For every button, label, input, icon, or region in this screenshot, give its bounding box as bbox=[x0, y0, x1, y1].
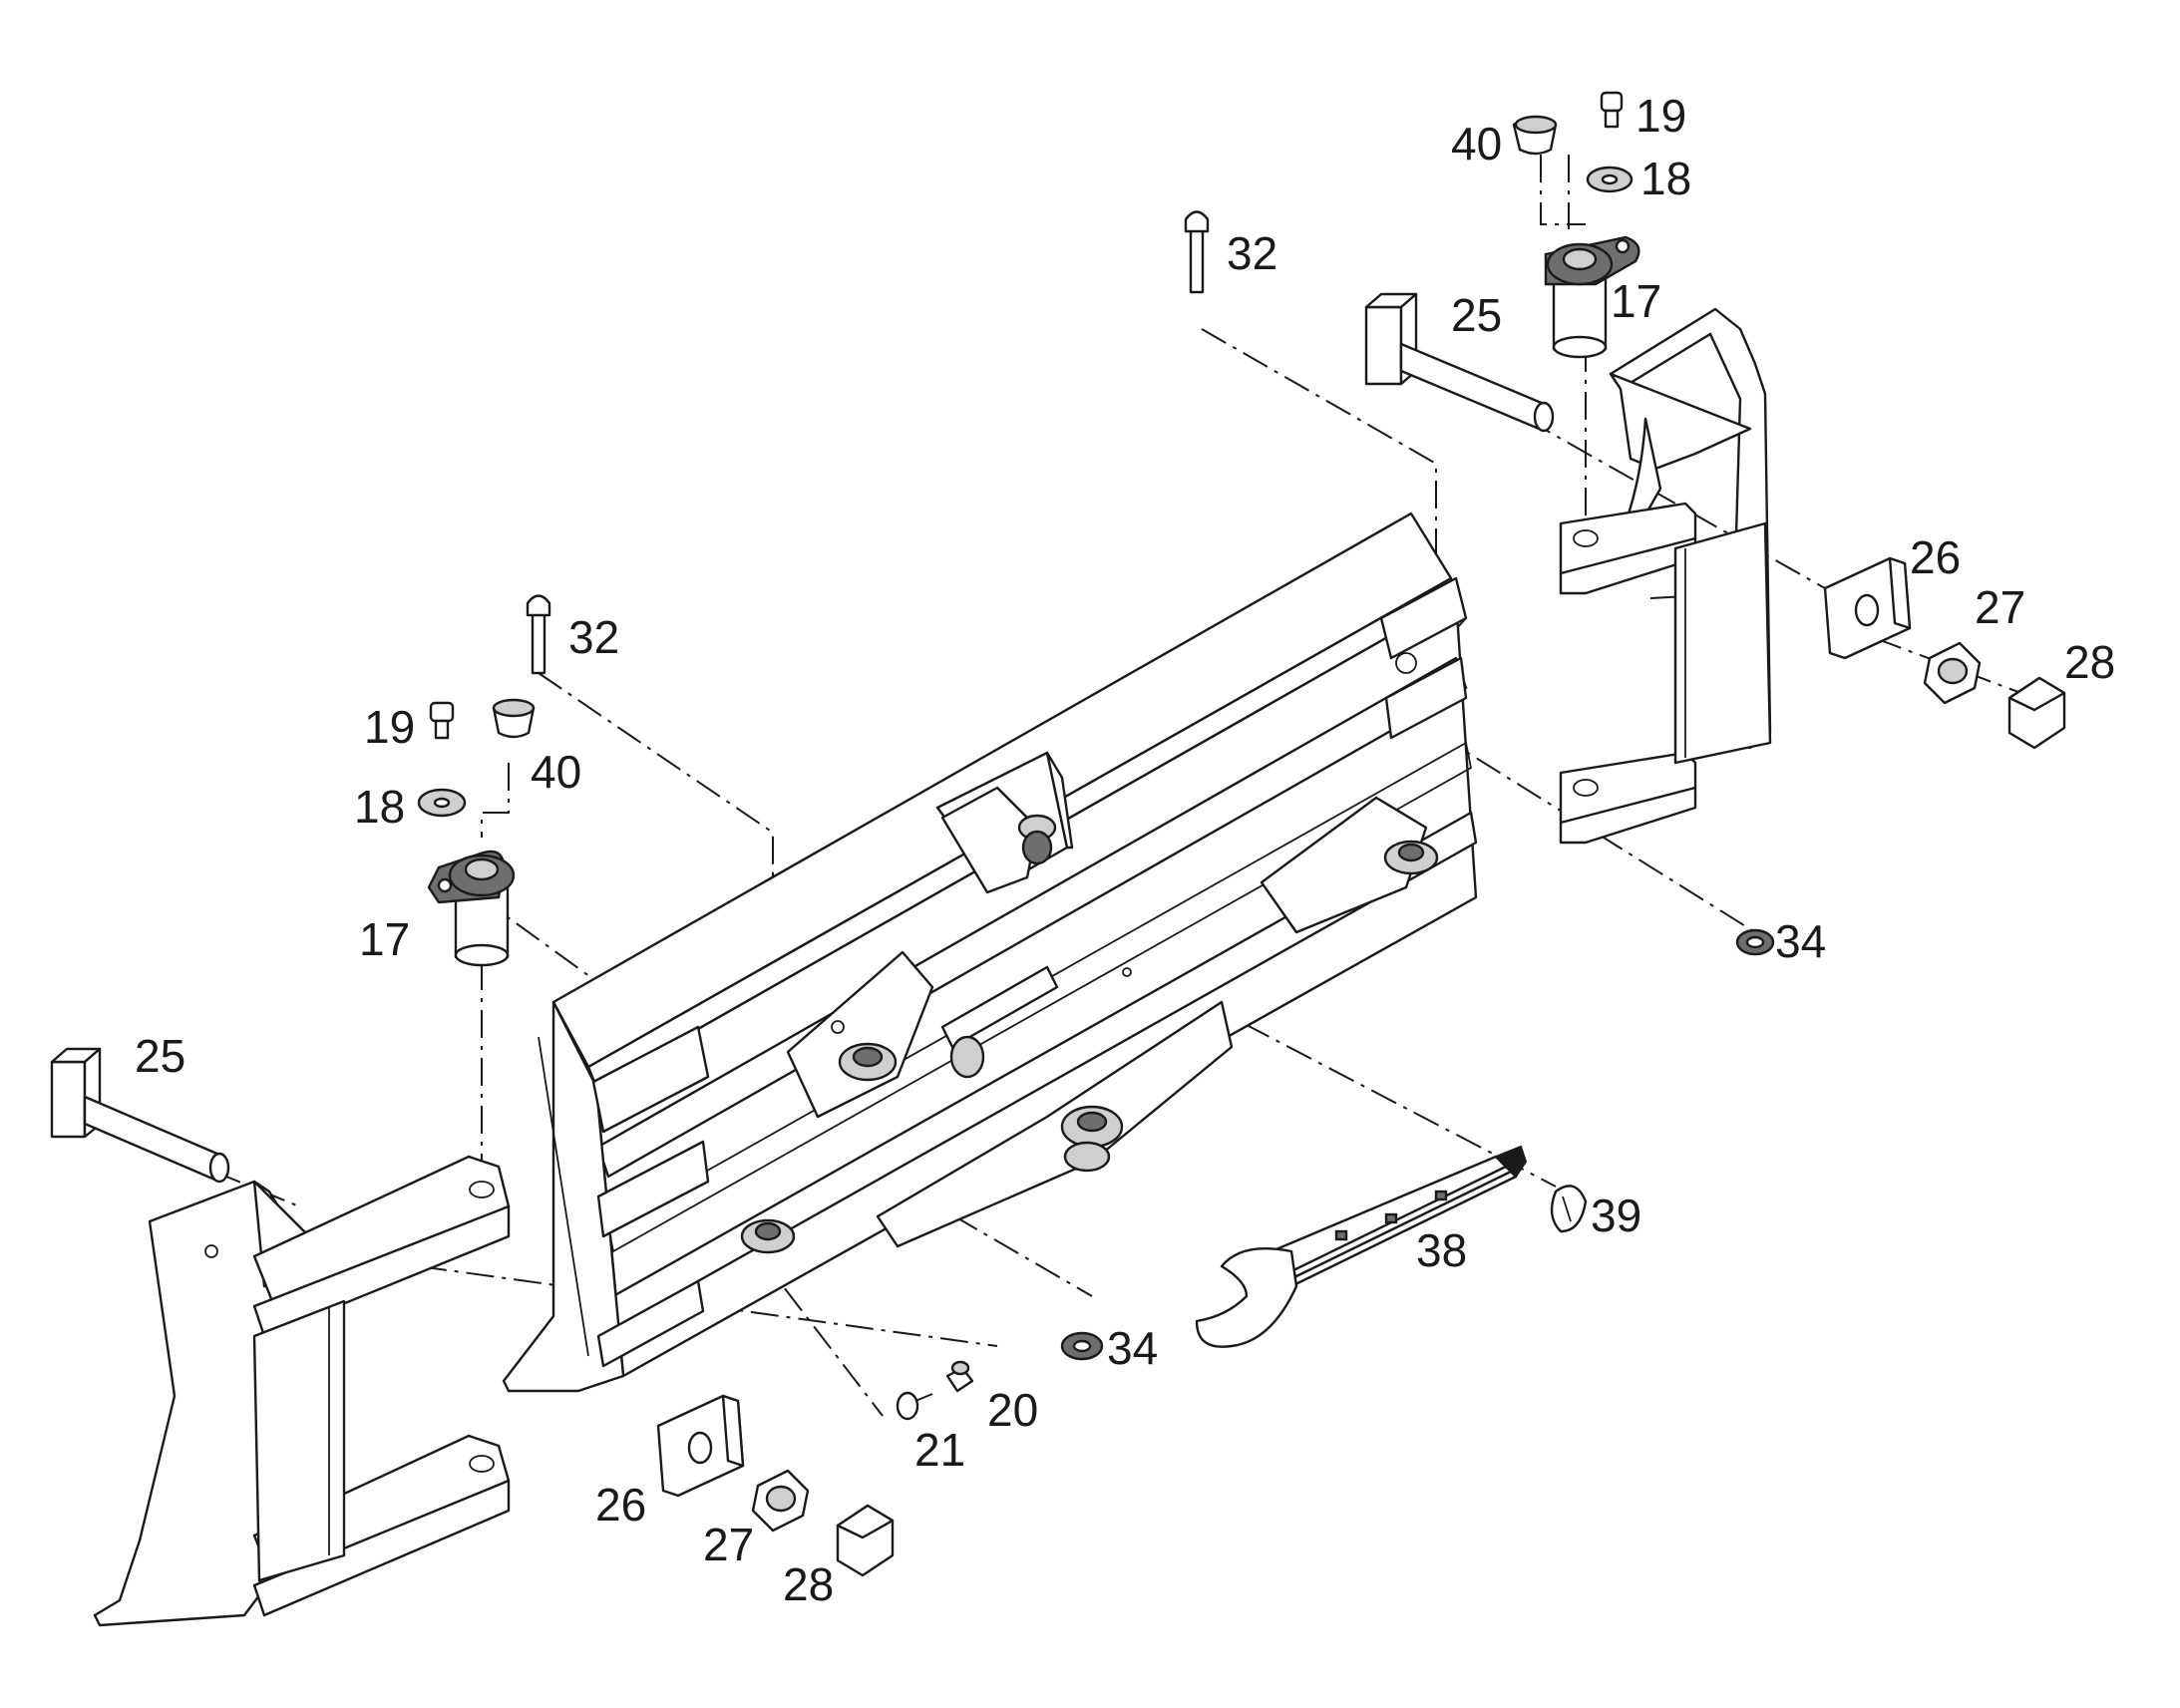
part-25-pin-left bbox=[50, 1047, 230, 1184]
part-32-pin-left bbox=[526, 594, 551, 675]
part-26-plate-top bbox=[1823, 556, 1912, 660]
callout-27-left: 27 bbox=[703, 1519, 754, 1570]
part-40-cap-top bbox=[1512, 115, 1558, 156]
callout-25-left: 25 bbox=[135, 1030, 185, 1082]
part-26-plate-left bbox=[656, 1394, 745, 1498]
callout-40-left: 40 bbox=[531, 746, 581, 798]
callout-39: 39 bbox=[1591, 1190, 1641, 1241]
main-beam bbox=[502, 512, 1478, 1393]
part-18-washer-left bbox=[417, 788, 467, 818]
part-28-nut-top bbox=[2007, 676, 2066, 750]
callout-32-right: 32 bbox=[1227, 227, 1277, 279]
callout-18-left: 18 bbox=[354, 781, 405, 833]
part-34-clip-mid bbox=[1060, 1331, 1104, 1361]
part-38-wrench bbox=[1195, 1145, 1528, 1348]
part-28-nut-left bbox=[836, 1504, 895, 1577]
left-wing-bracket bbox=[93, 1155, 511, 1627]
part-21-cap bbox=[896, 1391, 933, 1421]
callout-27-right: 27 bbox=[1975, 581, 2025, 633]
callout-34-mid: 34 bbox=[1107, 1322, 1158, 1374]
callout-32-left: 32 bbox=[568, 611, 619, 663]
part-32-pin-top bbox=[1184, 210, 1210, 294]
part-25-pin-top bbox=[1364, 292, 1555, 433]
part-17-pin-top bbox=[1544, 235, 1640, 359]
part-27-nut-left bbox=[751, 1469, 810, 1533]
callout-26-left: 26 bbox=[595, 1479, 646, 1531]
part-18-washer-top bbox=[1586, 166, 1634, 193]
callout-28-left: 28 bbox=[783, 1558, 834, 1610]
callout-labels: 19 40 18 32 17 25 26 27 28 34 32 19 40 1… bbox=[135, 90, 2115, 1610]
callout-25-right: 25 bbox=[1451, 289, 1502, 341]
part-20-grease-nipple bbox=[945, 1360, 974, 1393]
callout-34-right: 34 bbox=[1775, 915, 1826, 967]
callout-19-top: 19 bbox=[1635, 90, 1686, 142]
part-19-bolt-top bbox=[1600, 91, 1624, 129]
callout-17-top: 17 bbox=[1611, 275, 1661, 327]
part-17-pin-left bbox=[427, 850, 516, 967]
part-27-nut-top bbox=[1923, 641, 1982, 705]
callout-38: 38 bbox=[1416, 1224, 1467, 1276]
part-34-clip-right bbox=[1735, 928, 1775, 956]
callout-20: 20 bbox=[987, 1384, 1038, 1436]
part-19-bolt-left bbox=[429, 701, 455, 740]
callout-26-right: 26 bbox=[1910, 531, 1961, 583]
callout-18-top: 18 bbox=[1640, 153, 1691, 204]
part-39-clip bbox=[1550, 1185, 1588, 1233]
callout-28-right: 28 bbox=[2064, 636, 2115, 688]
callout-19-left: 19 bbox=[364, 701, 415, 753]
callout-17-left: 17 bbox=[359, 913, 410, 965]
part-40-cap-left bbox=[492, 698, 536, 739]
callout-21: 21 bbox=[914, 1424, 965, 1476]
right-wing-bracket bbox=[1559, 307, 1772, 845]
callout-40-top: 40 bbox=[1451, 118, 1502, 170]
